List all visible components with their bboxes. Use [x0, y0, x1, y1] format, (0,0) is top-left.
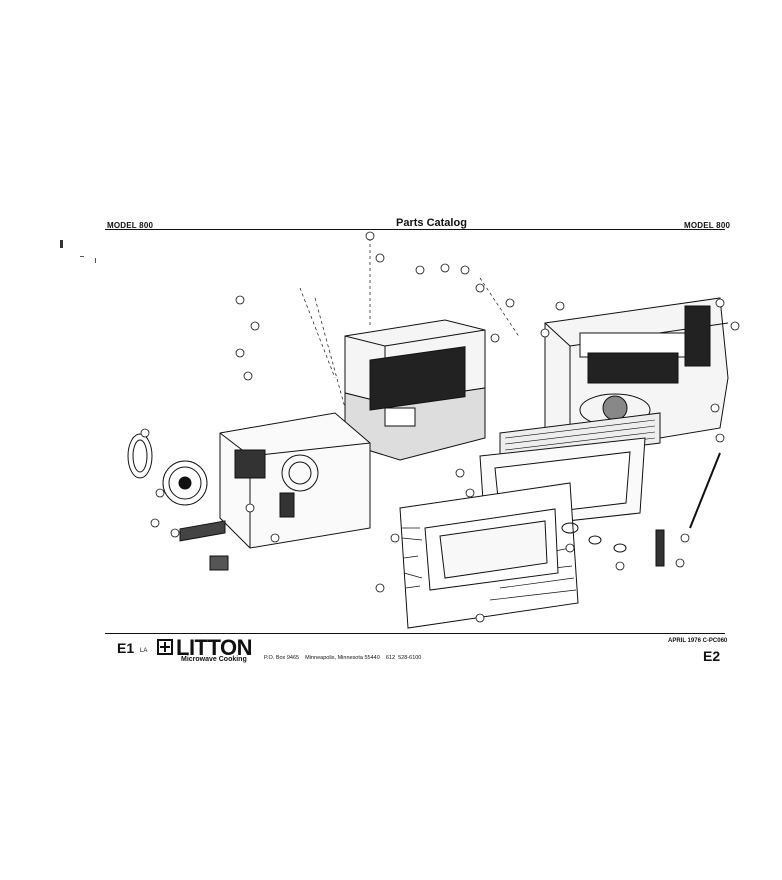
model-label-right: MODEL 800 — [684, 221, 731, 230]
scan-mark — [95, 258, 96, 263]
scan-mark — [60, 240, 63, 248]
exploded-parts-diagram — [127, 231, 740, 629]
model-label-left: MODEL 800 — [107, 221, 154, 230]
page-code-left: E1 — [117, 640, 135, 656]
page-title: Parts Catalog — [396, 217, 467, 229]
page-code-right: E2 — [703, 648, 721, 664]
litton-logo: LITTON — [176, 635, 253, 660]
footer-rule — [105, 633, 725, 634]
litton-logo-mark-icon — [157, 639, 173, 655]
publication-date: APRIL 1976 C-PC060 — [668, 638, 728, 644]
header-rule — [105, 229, 725, 230]
page-code-left-small: LA — [140, 648, 148, 654]
scan-mark — [80, 256, 84, 257]
company-address: P.O. Box 9465 Minneapolis, Minnesota 554… — [264, 655, 422, 661]
logo-subtitle: Microwave Cooking — [181, 656, 247, 663]
